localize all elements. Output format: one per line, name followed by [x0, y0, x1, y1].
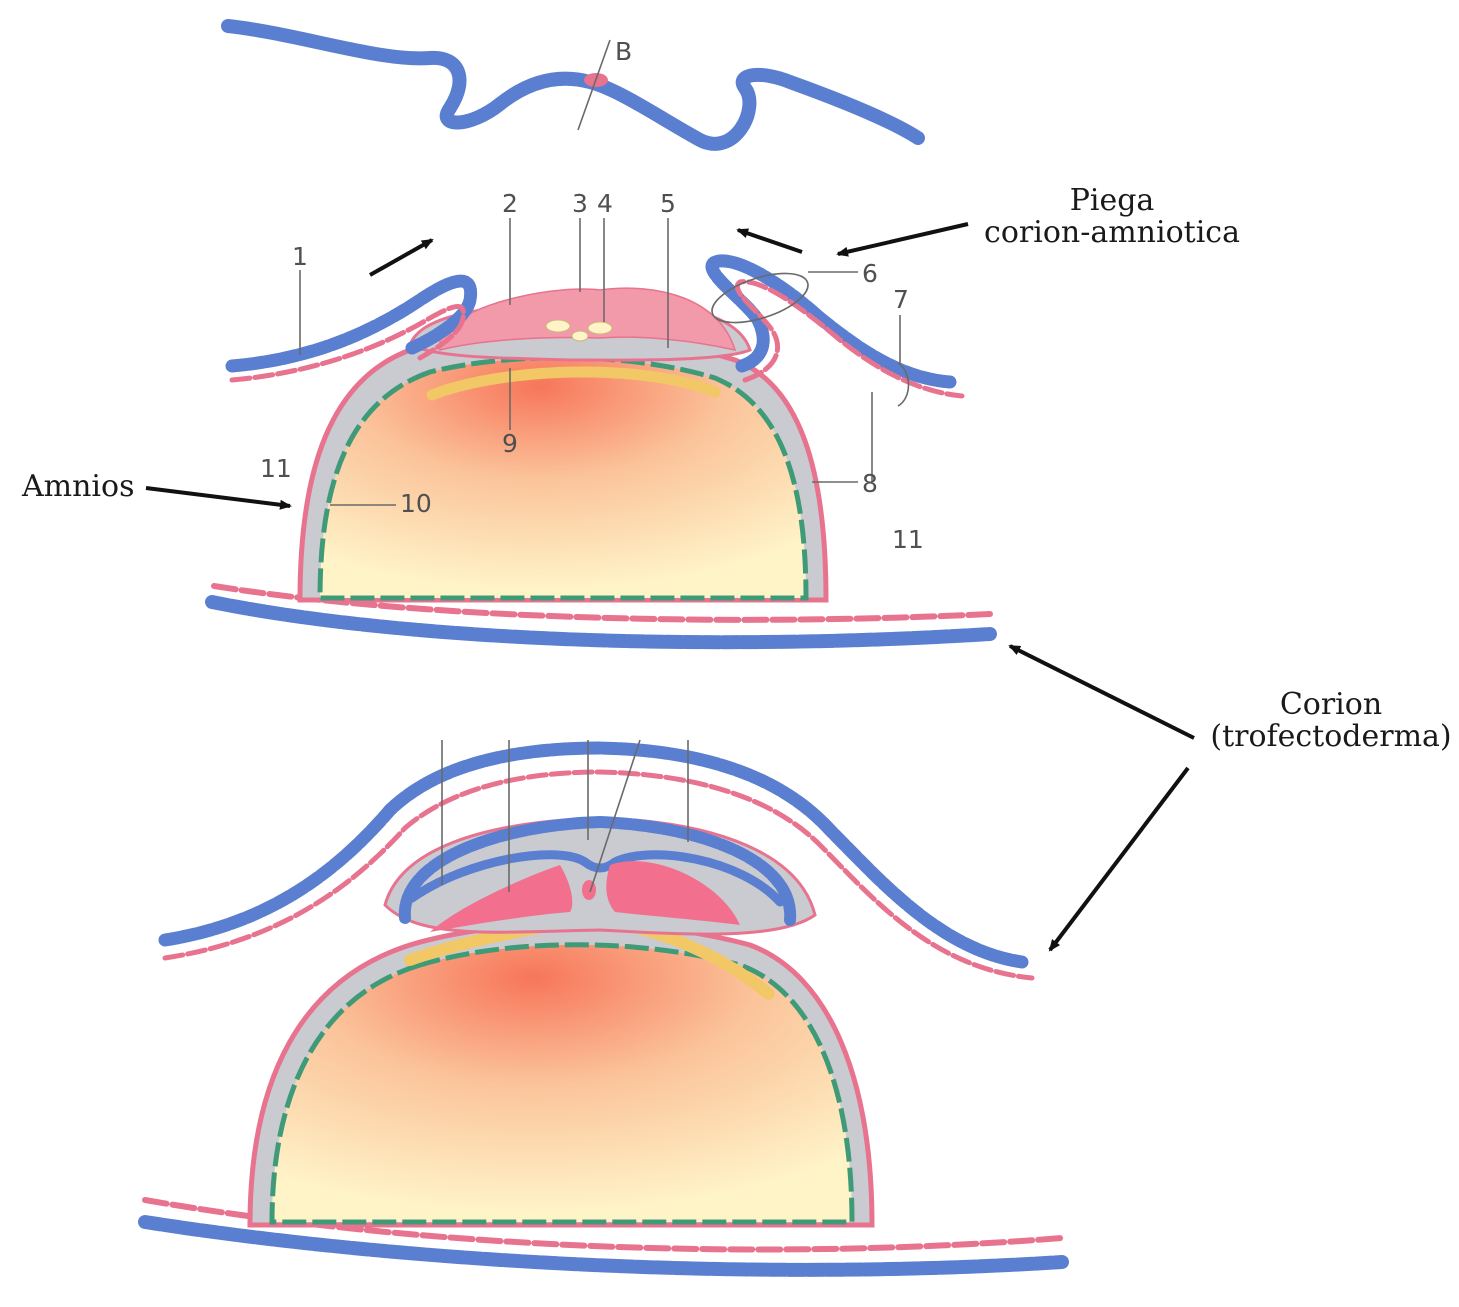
bottom-notochord [582, 880, 596, 900]
bottom-stage-diagram [138, 739, 1069, 1277]
bracket-7 [897, 362, 910, 407]
annotation-piega-line1: Piega [1070, 183, 1155, 218]
label-5: 5 [660, 189, 676, 218]
annotation-amnios: Amnios [21, 469, 135, 504]
bottom-amnion-blue [398, 815, 797, 926]
label-10: 10 [400, 489, 432, 518]
middle-left-fold-pink [229, 304, 466, 383]
middle-yolk [317, 355, 809, 601]
middle-stage-diagram: 1 2 3 4 5 6 7 8 9 10 11 11 [205, 189, 997, 650]
piega-arrow [836, 222, 969, 257]
label-9: 9 [502, 429, 518, 458]
bottom-mesoderm-right [606, 861, 740, 925]
annotations: Piega corion-amniotica Amnios Corion (tr… [21, 183, 1452, 952]
embryonic-disc-wave [221, 19, 925, 151]
annotation-corion-line1: Corion [1280, 687, 1382, 722]
middle-left-fold-blue [225, 274, 478, 373]
bottom-ectoderm-band [407, 850, 785, 907]
label-4: 4 [597, 189, 613, 218]
middle-ectoderm-cells [439, 287, 737, 352]
bottom-leader-4 [589, 739, 641, 893]
corion-arrow-lower [1048, 766, 1190, 952]
label-b: B [615, 37, 632, 66]
bottom-chorion-outer-pink [162, 769, 1035, 981]
label-8: 8 [862, 469, 878, 498]
embryo-section-b: B [221, 19, 925, 151]
amnios-arrow [145, 486, 292, 510]
middle-right-fold-pink [735, 279, 965, 399]
label-11-left: 11 [260, 454, 292, 483]
bottom-mesoderm-left [430, 865, 573, 932]
label-6: 6 [862, 259, 878, 288]
label-1: 1 [292, 242, 308, 271]
middle-chorion-blue [205, 595, 997, 650]
label-7: 7 [893, 285, 909, 314]
annotation-piega-line2: corion-amniotica [984, 215, 1240, 250]
annotation-corion-line2: (trofectoderma) [1210, 719, 1451, 754]
right-fold-arrow [736, 228, 803, 254]
middle-right-fold-blue [705, 254, 957, 389]
label-2: 2 [502, 189, 518, 218]
label-3: 3 [572, 189, 588, 218]
ring-6 [711, 272, 809, 324]
middle-mesoderm-spots [545, 319, 613, 342]
label-11-right: 11 [892, 525, 924, 554]
corion-arrow-upper [1008, 644, 1195, 740]
bottom-yolk [269, 942, 855, 1225]
left-fold-arrow [369, 238, 434, 277]
middle-endoderm-yolk-cells [426, 366, 721, 401]
bottom-chorion-blue [138, 1215, 1069, 1277]
bottom-chorion-outer-blue [158, 741, 1029, 969]
b-section-line [577, 39, 611, 131]
